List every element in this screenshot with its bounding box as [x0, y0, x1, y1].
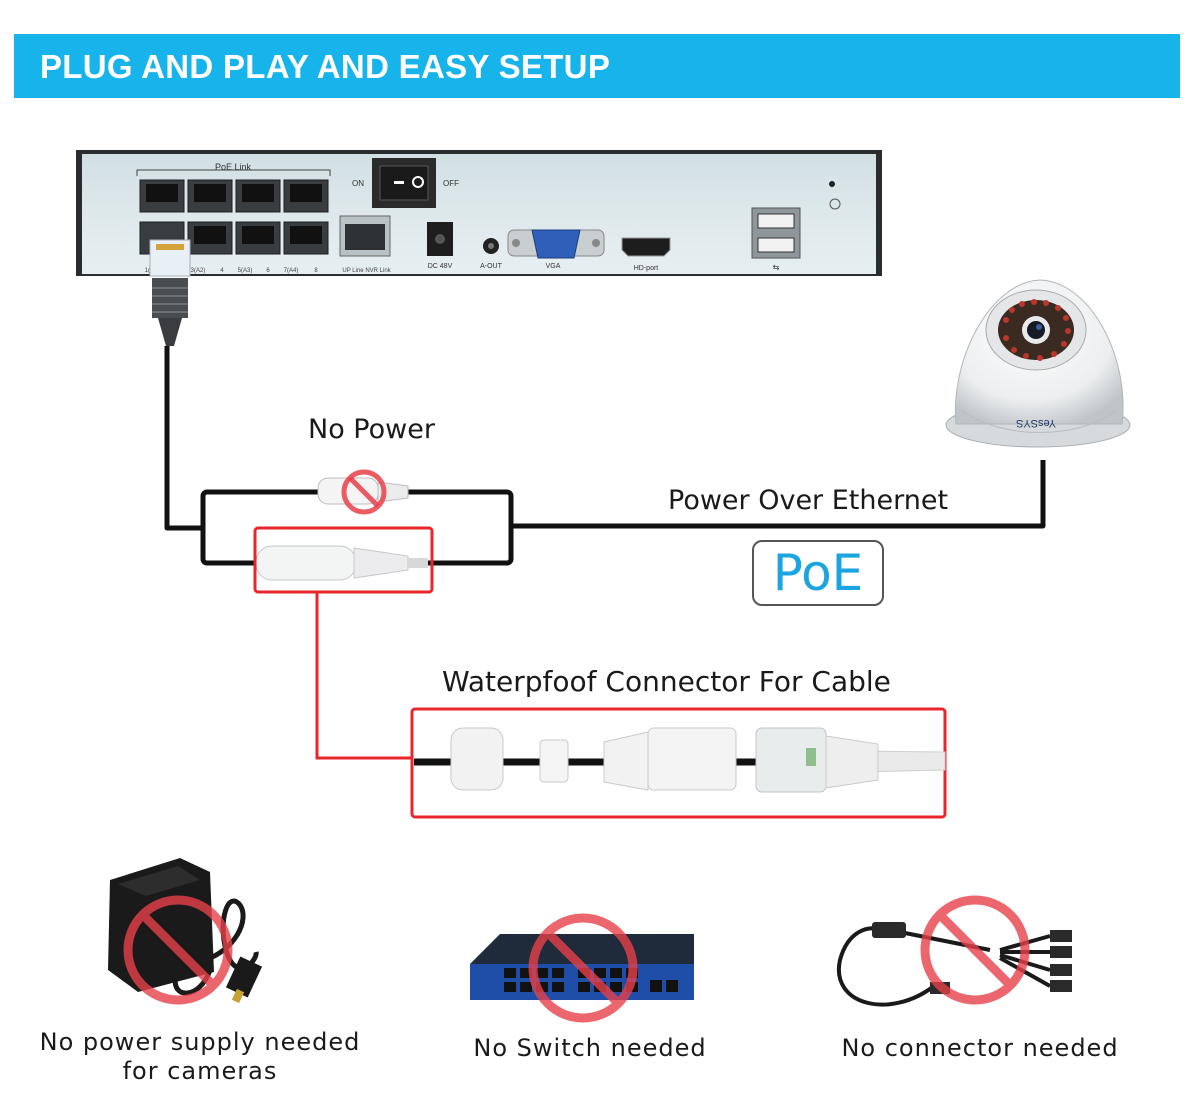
no-connector-prohibit-icon	[920, 895, 1030, 1005]
port-label-6: 6	[266, 268, 270, 274]
cable-wiring	[164, 346, 1046, 566]
waterproof-connector-parts	[414, 727, 946, 793]
dc-label: DC 48V	[428, 263, 453, 270]
poe-link-label: PoE Link	[215, 162, 252, 172]
port-label-4: 4	[220, 268, 224, 274]
vga-label: VGA	[546, 263, 561, 270]
hd-label: HD-port	[634, 265, 659, 272]
aout-label: A-OUT	[480, 263, 503, 270]
highlight-leader-line	[315, 592, 412, 760]
no-connector-caption: No connector needed	[841, 1034, 1119, 1062]
poe-badge: PoE	[752, 540, 884, 606]
waterproof-connector-label: Waterpfoof Connector For Cable	[442, 665, 891, 698]
port-label-8: 8	[314, 268, 318, 274]
port-label-nvrlink: NVR Link	[365, 268, 391, 274]
ethernet-plug	[149, 239, 191, 346]
port-label-7: 7(A4)	[284, 268, 299, 274]
port-label-5: 5(A3)	[238, 268, 253, 274]
switch-on-label: ON	[352, 179, 364, 188]
no-psu-caption-line2: for cameras	[122, 1057, 278, 1085]
dome-camera: YesSYS	[945, 279, 1131, 448]
switch-off-label: OFF	[443, 179, 459, 188]
poe-line-label: Power Over Ethernet	[668, 485, 949, 516]
no-power-prohibit-icon	[341, 469, 387, 515]
no-psu-prohibit-icon	[123, 895, 233, 1005]
no-switch-prohibit-icon	[528, 913, 638, 1023]
page-title: PLUG AND PLAY AND EASY SETUP	[40, 48, 611, 85]
no-psu-caption: No power supply needed for cameras	[20, 1028, 380, 1086]
header-banner: PLUG AND PLAY AND EASY SETUP	[14, 34, 1180, 98]
nvr-recorder: PoE Link 1(A1) 2 3(A2) 4 5(A3) 6 7(A4)	[76, 150, 882, 276]
port-label-3: 3(A2)	[191, 268, 206, 274]
no-power-label: No Power	[308, 414, 435, 445]
camera-brand-label: YesSYS	[1016, 417, 1056, 429]
pigtail-highlight-box	[253, 526, 434, 594]
rj45-pigtail	[255, 545, 428, 581]
no-switch-caption: No Switch needed	[473, 1034, 707, 1062]
port-label-upline: UP Line	[342, 268, 364, 274]
no-psu-caption-line1: No power supply needed	[39, 1028, 361, 1056]
usb-icon: ⇆	[773, 263, 780, 272]
